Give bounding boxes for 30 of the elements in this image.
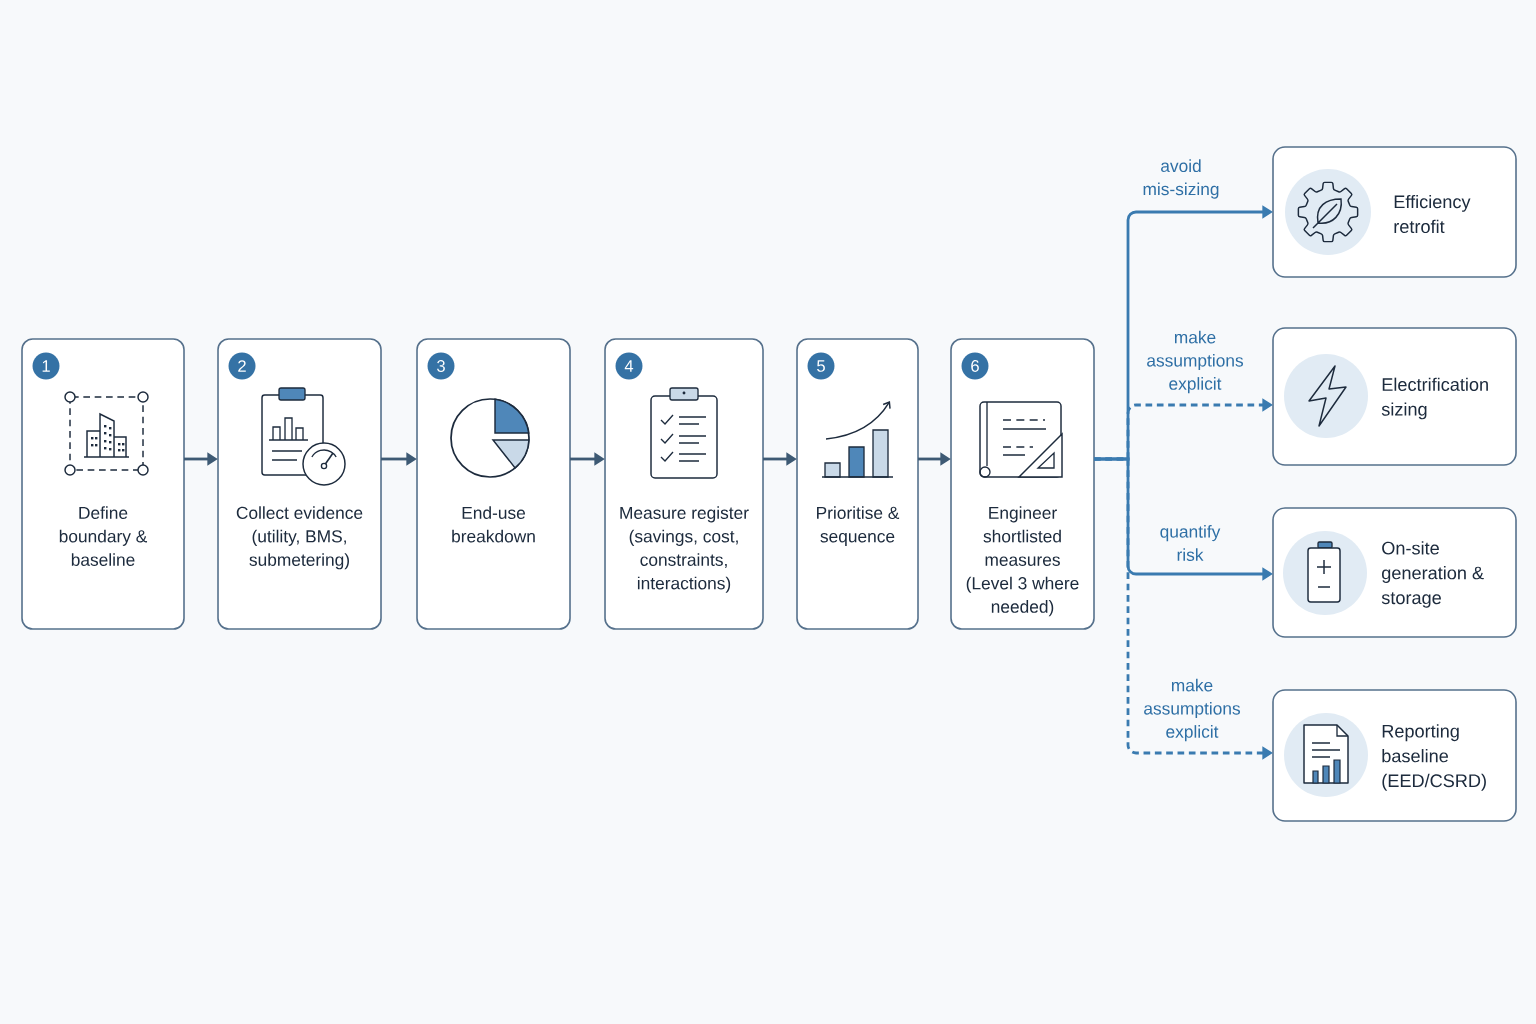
edge-label: avoid mis-sizing: [1129, 157, 1233, 201]
edge-label: make assumptions explicit: [1137, 328, 1253, 396]
edge-label: make assumptions explicit: [1134, 676, 1250, 744]
number-badge: 2: [228, 352, 256, 380]
step-label: Collect evidence (utility, BMS, submetering): [236, 506, 363, 570]
step-label: Prioritise & sequence: [817, 506, 900, 546]
outcome-label: Electrification sizing: [1381, 377, 1488, 420]
number-badge: 1: [32, 352, 60, 380]
outcome-label: Reporting baseline (EED/CSRD): [1382, 724, 1486, 791]
process-box: [217, 338, 382, 630]
step-label: Define boundary & baseline: [59, 506, 148, 566]
number-badge: 6: [961, 352, 989, 380]
outcome-box: [1272, 689, 1517, 822]
outcome-label: Efficiency retrofit: [1394, 194, 1471, 234]
process-box: [416, 338, 571, 630]
process-box: [604, 338, 764, 630]
step-label: Engineer shortlisted measures (Level 3 where needed): [966, 506, 1079, 617]
step-label: Measure register (savings, cost, constraints, interactions): [620, 506, 749, 593]
process-box: [796, 338, 919, 630]
outcome-box: [1272, 327, 1517, 466]
edge-label: quantify risk: [1149, 523, 1231, 563]
step-label: End-use breakdown: [452, 506, 535, 543]
process-box: [21, 338, 185, 630]
number-badge: 3: [427, 352, 455, 380]
outcome-box: [1272, 146, 1517, 278]
outcome-label: On-site generation & storage: [1381, 541, 1484, 608]
outcome-box: [1272, 507, 1517, 638]
number-badge: 5: [807, 352, 835, 380]
number-badge: 4: [615, 352, 643, 380]
process-box: [950, 338, 1095, 630]
